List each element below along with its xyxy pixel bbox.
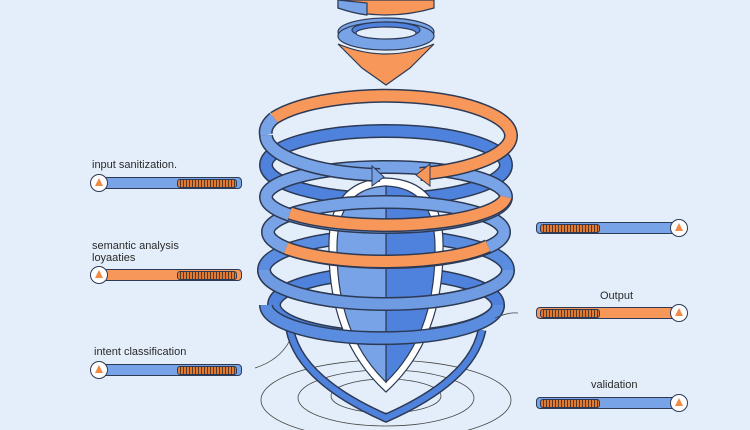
gauge-fill [540, 224, 600, 233]
gauge-label-input-sanitization: input sanitization. [92, 159, 177, 171]
gauge-label-intent-classification: intent classification [94, 346, 187, 358]
gauge-validation [536, 393, 688, 412]
gauge-label-semantic-analysis: semantic analysis [92, 240, 179, 252]
warning-triangle-icon[interactable] [670, 393, 688, 412]
gauge-semantic-analysis [90, 265, 242, 284]
warning-triangle-icon[interactable] [90, 265, 108, 284]
gauge-label-output: Output [600, 290, 634, 302]
warning-triangle-icon[interactable] [90, 173, 108, 192]
gauge-right-1 [536, 218, 688, 237]
warning-triangle-icon[interactable] [670, 218, 688, 237]
warning-triangle-icon[interactable] [90, 360, 108, 379]
funnel-icon [337, 0, 435, 86]
gauge-fill [177, 271, 237, 280]
warning-triangle-icon[interactable] [670, 303, 688, 322]
arrow-left-icon [415, 162, 431, 188]
gauge-intent-classification [90, 360, 242, 379]
gauge-sublabel-semantic-analysis: loyaaties [92, 252, 136, 264]
connector-arrow-right [494, 312, 519, 319]
gauge-fill [540, 309, 600, 318]
gauge-fill [540, 399, 600, 408]
arrow-right-icon [371, 164, 385, 187]
gauge-fill [177, 179, 237, 188]
ring-fronts [257, 88, 518, 346]
gauge-fill [177, 366, 237, 375]
connector-arrow-left [254, 339, 291, 369]
gauge-label-validation: validation [591, 379, 638, 391]
gauge-output [536, 303, 688, 322]
gauge-input-sanitization [90, 173, 242, 192]
